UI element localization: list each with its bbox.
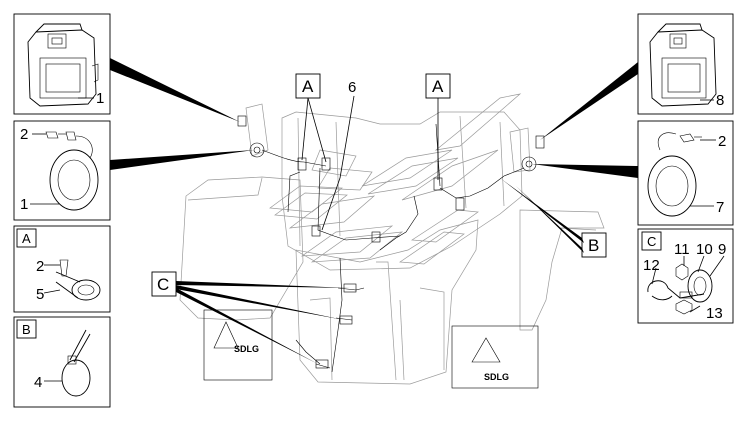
right-mudflap-triangle [471, 337, 501, 363]
label-a-5: 5 [36, 286, 44, 303]
right-relay-on-machine [535, 135, 545, 149]
detail-a-title: A [22, 231, 31, 246]
callouts: A 6 A B C [151, 73, 607, 364]
callout-a-right: A [432, 77, 444, 96]
right-mudflap [451, 325, 539, 389]
detail-a-title-box [16, 228, 37, 248]
right-horn-on-machine [521, 156, 537, 172]
label-c-12: 12 [643, 257, 660, 274]
label-horn-2: 2 [20, 126, 28, 143]
left-horn-on-machine [249, 142, 265, 158]
machine-illustration: SDLG SDLG [179, 93, 605, 389]
label-b-4: 4 [34, 374, 42, 391]
label-c-9: 9 [718, 241, 726, 258]
label-c-10: 10 [696, 241, 713, 258]
callout-a-left: A [302, 77, 314, 96]
leader-relay-left [110, 58, 240, 122]
right-mudflap-logo: SDLG [484, 372, 509, 382]
left-panels: 1 2 1 A 2 5 B [13, 13, 111, 408]
horn-icon-right [647, 132, 702, 217]
label-horn-1: 1 [20, 196, 28, 213]
detail-c-title-box [641, 231, 662, 251]
clamp-icon [55, 259, 101, 301]
callout-c: C [157, 275, 169, 294]
wiring-harness [237, 115, 545, 373]
panel-detail-c [637, 228, 734, 324]
detail-c-title: C [647, 234, 656, 249]
label-relay-1: 1 [96, 90, 104, 107]
leader-horn-right [532, 164, 638, 178]
callout-b: B [588, 236, 599, 255]
right-fender [519, 209, 605, 331]
left-relay-on-machine [237, 115, 247, 127]
label-horn-right-7: 7 [716, 199, 724, 216]
horn-icon-left [45, 131, 99, 211]
p-clip-icon [647, 263, 713, 315]
label-horn-right-2: 2 [718, 133, 726, 150]
label-a-2: 2 [36, 258, 44, 275]
callout-6: 6 [348, 79, 356, 96]
panel-leaders [110, 58, 638, 178]
detail-b-title-box [16, 319, 37, 339]
left-mudflap [203, 309, 273, 381]
leader-horn-left [110, 150, 254, 170]
left-fender [179, 176, 304, 321]
relay-icon-right [649, 23, 717, 107]
panel-detail-a [13, 225, 111, 313]
right-panels: 8 2 7 C 11 10 9 [637, 13, 734, 324]
label-c-11: 11 [674, 241, 690, 258]
counterweight [295, 219, 479, 385]
callout-b-box [581, 232, 607, 258]
rear-frame [281, 111, 523, 271]
panel-detail-b [13, 316, 111, 408]
label-relay-8: 8 [716, 92, 724, 109]
relay-icon [27, 23, 99, 107]
left-mudflap-triangle [213, 321, 239, 349]
cable-tie-icon [61, 329, 91, 397]
left-mudflap-logo: SDLG [234, 344, 259, 354]
panel-horn-left [13, 120, 111, 221]
detail-b-title: B [22, 322, 31, 337]
label-c-13: 13 [706, 305, 723, 322]
hood-grille [269, 93, 522, 265]
leader-relay-right [540, 62, 638, 140]
